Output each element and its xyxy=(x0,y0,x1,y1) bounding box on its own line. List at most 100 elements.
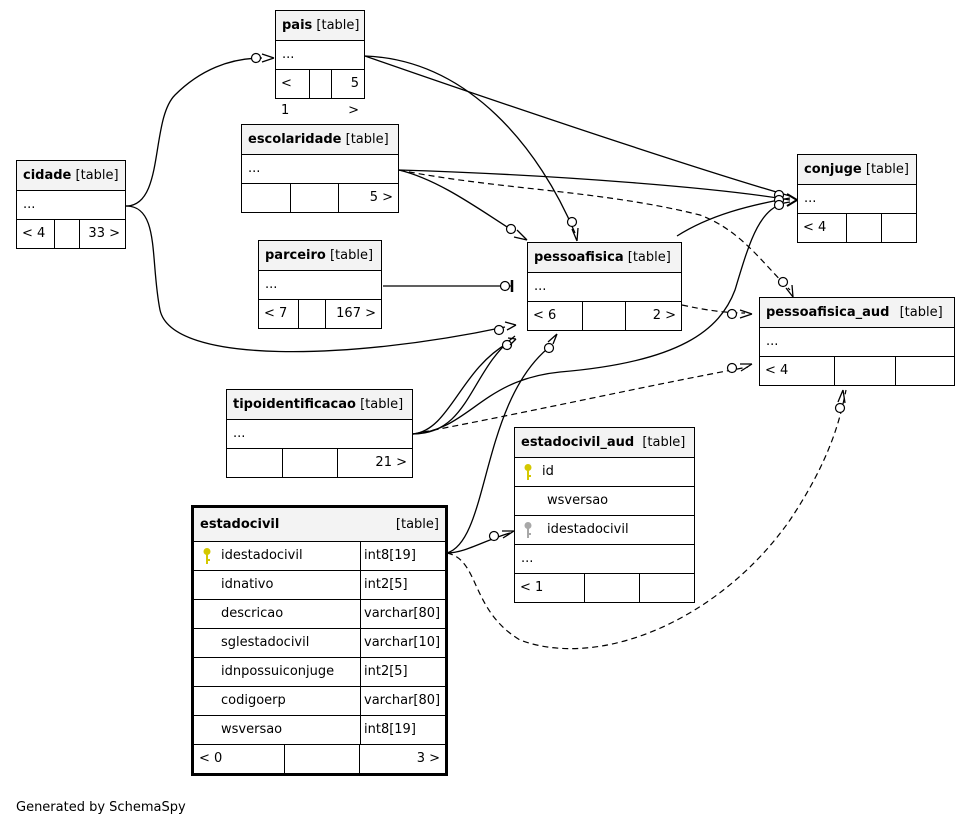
column-row: idnpossuiconjuge int2[5] xyxy=(194,658,445,687)
children-count: 21 > xyxy=(337,449,412,477)
column-name: idestadocivil xyxy=(194,542,360,570)
table-tag: [table] xyxy=(899,305,943,320)
table-footer: < 1 5 > xyxy=(276,70,364,118)
table-name: pais xyxy=(282,18,313,33)
table-header: tipoidentificacao [table] xyxy=(227,390,412,420)
table-header: escolaridade [table] xyxy=(242,125,398,155)
table-tag: [table] xyxy=(75,168,119,183)
children-count: 33 > xyxy=(79,220,125,248)
table-parceiro[interactable]: parceiro [table] ... < 7 167 > xyxy=(258,240,382,329)
column-name: idnpossuiconjuge xyxy=(221,664,335,679)
rel-cidade-pessoafisica xyxy=(125,205,506,353)
rel-pessoafisica-pessoafisica-aud xyxy=(681,304,746,314)
table-footer: 21 > xyxy=(227,449,412,477)
parents-count: < 1 xyxy=(281,76,292,118)
table-name: conjuge xyxy=(804,162,862,177)
parents-count: < 7 xyxy=(264,306,288,321)
key-icon xyxy=(203,548,211,564)
rel-tipoidentificacao-pessoafisica-aud xyxy=(412,366,749,435)
column-type: int8[19] xyxy=(360,716,445,744)
table-footer: < 4 xyxy=(798,214,916,242)
table-tag: [table] xyxy=(345,132,389,147)
table-pessoafisica-aud[interactable]: pessoafisica_aud [table] ... < 4 xyxy=(759,297,955,386)
table-footer: < 1 xyxy=(515,574,694,602)
table-row: ... xyxy=(276,41,364,70)
columns-count xyxy=(582,302,625,330)
column-name: idestadocivil xyxy=(515,516,694,544)
column-name: sglestadocivil xyxy=(221,635,310,650)
table-cidade[interactable]: cidade [table] ... < 4 33 > xyxy=(16,160,126,249)
children-count: 2 > xyxy=(625,302,681,330)
column-row: wsversao xyxy=(515,487,694,516)
table-header: pais [table] xyxy=(276,11,364,41)
table-conjuge[interactable]: conjuge [table] ... < 4 xyxy=(797,154,917,243)
table-estadocivil-aud[interactable]: estadocivil_aud [table] id wsversao ides… xyxy=(514,427,695,603)
parents-count: < 4 xyxy=(22,226,46,241)
table-escolaridade[interactable]: escolaridade [table] ... 5 > xyxy=(241,124,399,213)
rel-escolaridade-pessoafisica-aud xyxy=(398,169,791,291)
table-name: tipoidentificacao xyxy=(233,397,356,412)
table-footer: < 7 167 > xyxy=(259,300,381,328)
table-row: ... xyxy=(259,271,381,300)
columns-count xyxy=(309,70,331,98)
columns-count xyxy=(282,449,337,477)
rel-cidade-pais xyxy=(125,57,263,207)
table-row: ... xyxy=(515,545,694,574)
table-tag: [table] xyxy=(642,435,686,450)
columns-count xyxy=(290,184,338,212)
children-count xyxy=(895,357,954,385)
table-pessoafisica[interactable]: pessoafisica [table] ... < 6 2 > xyxy=(527,242,682,331)
parents-count xyxy=(227,449,282,477)
columns-count xyxy=(584,574,639,602)
parents-count: < 6 xyxy=(533,308,557,323)
table-tag: [table] xyxy=(627,250,671,265)
children-count: 3 > xyxy=(359,745,445,773)
table-header: parceiro [table] xyxy=(259,241,381,271)
table-header: cidade [table] xyxy=(17,161,125,191)
table-row: ... xyxy=(760,328,954,357)
rel-estadocivil-estadocivil-aud xyxy=(446,532,511,554)
table-name: pessoafisica_aud xyxy=(766,305,890,320)
parents-count: < 1 xyxy=(520,580,544,595)
column-type: int8[19] xyxy=(360,542,445,570)
table-name: estadocivil_aud xyxy=(521,435,635,450)
table-header: estadocivil[table] xyxy=(194,508,445,542)
children-count xyxy=(881,214,916,242)
generated-by-credit: Generated by SchemaSpy xyxy=(16,800,186,815)
rel-pessoafisica-conjuge xyxy=(676,197,791,237)
columns-count xyxy=(298,300,325,328)
table-name: cidade xyxy=(23,168,72,183)
column-row: descricao varchar[80] xyxy=(194,600,445,629)
column-type: varchar[80] xyxy=(360,600,445,628)
children-count: 5 > xyxy=(338,184,398,212)
key-icon xyxy=(524,464,532,480)
column-name: descricao xyxy=(221,606,284,621)
parents-count: < 0 xyxy=(199,751,223,766)
rel-estadocivil-pessoafisica-aud xyxy=(446,389,847,650)
table-footer: 5 > xyxy=(242,184,398,212)
table-footer: < 0 3 > xyxy=(194,745,445,773)
column-row: id xyxy=(515,458,694,487)
column-name: wsversao xyxy=(547,493,609,508)
table-row: ... xyxy=(242,155,398,184)
table-footer: < 6 2 > xyxy=(528,302,681,330)
table-name: escolaridade xyxy=(248,132,342,147)
table-tag: [table] xyxy=(865,162,909,177)
table-tag: [table] xyxy=(316,18,360,33)
table-header: pessoafisica [table] xyxy=(528,243,681,273)
rel-tipoidentificacao-conjuge xyxy=(412,201,791,435)
table-header: conjuge [table] xyxy=(798,155,916,185)
table-tipoidentificacao[interactable]: tipoidentificacao [table] ... 21 > xyxy=(226,389,413,478)
column-name: codigoerp xyxy=(221,693,286,708)
parents-count xyxy=(242,184,290,212)
table-row: ... xyxy=(17,191,125,220)
column-type: int2[5] xyxy=(360,658,445,686)
table-header: pessoafisica_aud [table] xyxy=(760,298,954,328)
table-pais[interactable]: pais [table] ... < 1 5 > xyxy=(275,10,365,118)
column-row: idestadocivil xyxy=(515,516,694,545)
